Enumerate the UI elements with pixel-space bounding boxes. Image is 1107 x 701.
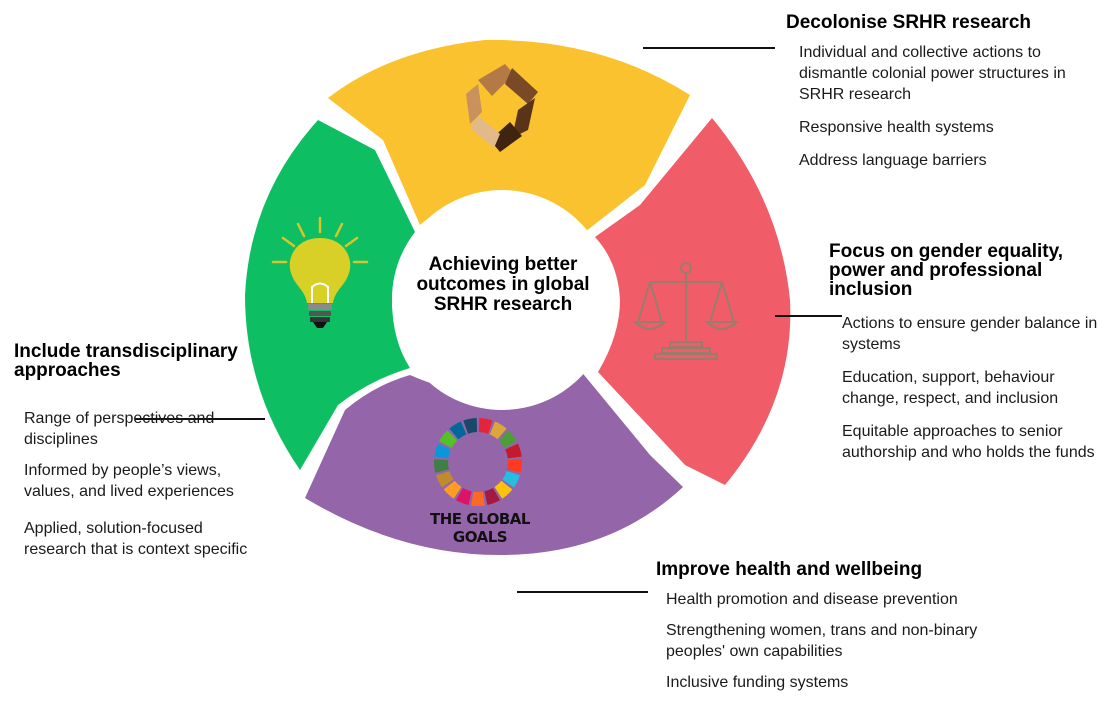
goals-wheel-wedge — [436, 471, 454, 488]
global-goals-caption: THE GLOBAL GOALS — [430, 510, 530, 546]
global-goals-wheel-icon — [434, 418, 522, 506]
hands-circle-icon — [466, 64, 538, 152]
center-title: Achieving better outcomes in global SRHR… — [416, 254, 590, 315]
gender-heading: Focus on gender equality, power and prof… — [829, 241, 1064, 300]
segment-red — [595, 118, 791, 485]
center-circle — [392, 190, 612, 410]
health-heading: Improve health and wellbeing — [656, 559, 923, 580]
transdisciplinary-item: Applied, solution-focused research that … — [24, 520, 248, 558]
goals-wheel-wedge — [478, 418, 493, 434]
goals-wheel-wedge — [484, 487, 501, 505]
goals-wheel-wedge — [455, 487, 472, 505]
decolonise-item: Address language barriers — [799, 152, 987, 169]
health-block: Improve health and wellbeing Health prom… — [656, 560, 1076, 693]
goals-wheel-wedge — [502, 471, 520, 488]
scales-of-justice-icon — [632, 262, 740, 360]
health-item: Strengthening women, trans and non-binar… — [666, 622, 978, 660]
gender-item: Education, support, behaviour change, re… — [842, 369, 1059, 407]
gender-block: Focus on gender equality, power and prof… — [829, 242, 1099, 463]
lightbulb-icon — [271, 216, 369, 328]
goals-wheel-wedge — [434, 459, 449, 473]
transdisciplinary-block: Include transdisciplinary approaches Ran… — [14, 342, 264, 560]
health-item: Health promotion and disease prevention — [666, 591, 958, 608]
goals-wheel-wedge — [434, 443, 451, 459]
segment-purple — [305, 370, 683, 555]
gender-item: Actions to ensure gender balance in syst… — [842, 315, 1098, 353]
goals-wheel-wedge — [489, 421, 507, 440]
goals-wheel-wedge — [463, 418, 478, 434]
decolonise-block: Decolonise SRHR research Individual and … — [786, 13, 1086, 171]
decolonise-item: Individual and collective actions to dis… — [799, 44, 1066, 103]
goals-wheel-wedge — [443, 480, 462, 499]
health-item: Inclusive funding systems — [666, 674, 849, 691]
goals-wheel-wedge — [471, 491, 485, 506]
goals-wheel-wedge — [498, 430, 517, 448]
goals-wheel-wedge — [505, 443, 522, 459]
goals-wheel-wedge — [494, 480, 513, 499]
decolonise-heading: Decolonise SRHR research — [786, 12, 1031, 33]
gender-item: Equitable approaches to senior authorshi… — [842, 423, 1095, 461]
transdisciplinary-item: Informed by people’s views, values, and … — [24, 462, 234, 500]
decolonise-item: Responsive health systems — [799, 119, 994, 136]
goals-wheel-wedge — [439, 430, 458, 448]
transdisciplinary-heading: Include transdisciplinary approaches — [14, 341, 238, 381]
goals-wheel-wedge — [449, 421, 467, 440]
transdisciplinary-item: Range of perspectives and disciplines — [24, 410, 215, 448]
goals-wheel-wedge — [507, 459, 522, 473]
